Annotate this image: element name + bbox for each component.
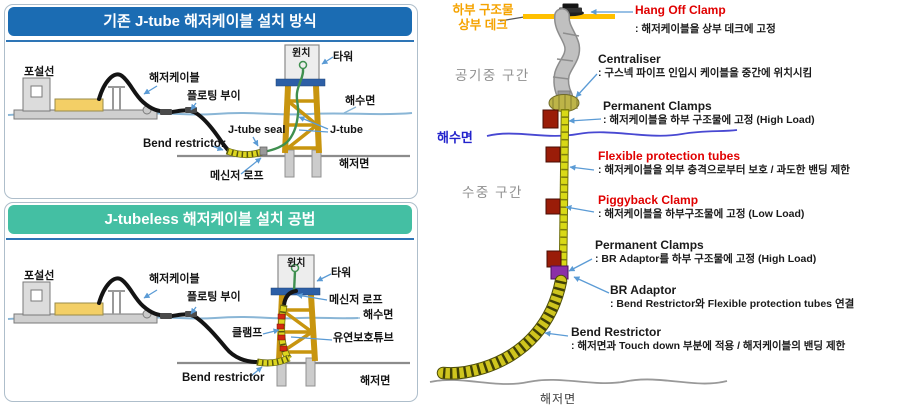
anno-bend-restrictor-desc: : 해저면과 Touch down 부분에 적용 / 해저케이블의 밴딩 제한 — [571, 340, 846, 353]
p2-label-seabed: 해저면 — [360, 375, 391, 387]
detail-waterline — [486, 129, 738, 137]
detail-zone-underwater: 수중 구간 — [462, 185, 523, 200]
anno-permanent-clamps-1-desc: : 해저케이블을 하부 구조물에 고정 (High Load) — [603, 114, 815, 127]
anno-hang-off-clamp-desc: : 해저케이블을 상부 데크에 고정 — [635, 23, 776, 36]
p2-bend-restrictor — [256, 354, 291, 367]
anno-bend-restrictor: Bend Restrictor : 해저면과 Touch down 부분에 적용… — [571, 325, 845, 353]
p2-messenger-rope — [292, 270, 297, 293]
p2-label-ship: 포설선 — [24, 270, 55, 282]
p2-label-clamp: 클램프 — [232, 327, 263, 339]
p1-label-ship: 포설선 — [24, 66, 55, 78]
anno-centraliser: Centraliser : 구스넥 파이프 인입시 케이블을 중간에 위치시킴 — [598, 52, 812, 80]
anno-flexible-tubes: Flexible protection tubes : 해저케이블을 외부 충격… — [598, 149, 850, 177]
p1-label-winch: 윈치 — [292, 48, 311, 59]
detail-bend-restrictor — [436, 274, 568, 380]
anno-piggyback-clamp: Piggyback Clamp : 해저케이블을 하부구조물에 고정 (Low … — [598, 193, 804, 221]
anno-piggyback-clamp-desc: : 해저케이블을 하부구조물에 고정 (Low Load) — [598, 208, 805, 221]
panel-jtube-separator — [6, 40, 414, 42]
p1-label-jtube-seal: J-tube seal — [228, 124, 286, 136]
anno-permanent-clamps-2-desc: : BR Adaptor를 하부 구조물에 고정 (High Load) — [595, 253, 817, 266]
anno-permanent-clamps-2-title: Permanent Clamps — [595, 238, 704, 252]
p1-tower — [275, 44, 326, 178]
p1-bend-restrictor — [225, 146, 268, 158]
p2-label-bend-restrictor: Bend restrictor — [182, 372, 265, 384]
p1-label-sea-surface: 해수면 — [345, 95, 376, 107]
p1-label-buoy: 플로팅 부이 — [187, 90, 241, 102]
p2-label-protection-tube: 유연보호튜브 — [333, 332, 394, 344]
anno-br-adaptor: BR Adaptor : Bend Restrictor와 Flexible p… — [610, 283, 854, 311]
detail-diagram — [429, 3, 738, 385]
detail-seabed-label: 해저면 — [540, 392, 577, 406]
p1-label-cable: 해저케이블 — [149, 72, 200, 84]
p1-label-jtube: J-tube — [330, 124, 363, 136]
detail-deck-label: 하부 구조물 상부 데크 — [449, 3, 517, 33]
anno-piggyback-clamp-title: Piggyback Clamp — [598, 193, 699, 207]
anno-permanent-clamps-2: Permanent Clamps : BR Adaptor를 하부 구조물에 고… — [595, 238, 816, 266]
p2-label-cable: 해저케이블 — [149, 273, 200, 285]
gooseneck-pipe — [552, 8, 581, 104]
p2-diagram — [7, 254, 410, 387]
p2-ship — [13, 281, 158, 324]
anno-br-adaptor-title: BR Adaptor — [610, 283, 677, 297]
anno-bend-restrictor-title: Bend Restrictor — [571, 325, 662, 339]
anno-hang-off-clamp-title: Hang Off Clamp — [635, 3, 726, 17]
anno-centraliser-title: Centraliser — [598, 52, 661, 66]
anno-permanent-clamps-1-title: Permanent Clamps — [603, 99, 712, 113]
detail-clamps — [542, 109, 562, 268]
p2-label-winch: 윈치 — [287, 258, 306, 269]
p2-cable-top — [282, 289, 298, 307]
panel-jtube-title: 기존 J-tube 해저케이블 설치 방식 — [8, 7, 412, 36]
p2-protection-tube — [276, 304, 292, 362]
panel-jtubeless-title: J-tubeless 해저케이블 설치 공법 — [8, 205, 412, 234]
detail-deck-label-line1: 하부 구조물 — [452, 3, 514, 17]
detail-leader-arrows — [544, 9, 633, 337]
p1-ship — [13, 77, 158, 120]
p1-diagram — [7, 44, 413, 178]
p1-leader-arrows — [143, 56, 357, 175]
anno-br-adaptor-desc: : Bend Restrictor와 Flexible protection t… — [610, 298, 855, 311]
centraliser-device — [548, 90, 580, 112]
detail-sea-surface: 해수면 — [437, 130, 473, 145]
panel-jtubeless-separator — [6, 238, 414, 240]
detail-zone-air: 공기중 구간 — [455, 68, 530, 83]
anno-centraliser-desc: : 구스넥 파이프 인입시 케이블을 중간에 위치시킴 — [598, 67, 813, 80]
detail-cable — [558, 108, 570, 273]
p2-label-tower: 타워 — [331, 267, 352, 279]
anno-flexible-tubes-desc: : 해저케이블을 외부 충격으로부터 보호 / 과도한 밴딩 제한 — [598, 164, 850, 177]
anno-hang-off-clamp: Hang Off Clamp : 해저케이블을 상부 데크에 고정 — [635, 3, 776, 36]
p2-label-messenger-rope: 메신저 로프 — [329, 294, 383, 306]
p1-label-tower: 타워 — [333, 51, 354, 63]
anno-flexible-tubes-title: Flexible protection tubes — [598, 149, 741, 163]
detail-seabed-line — [429, 378, 728, 385]
p1-label-seabed: 해저면 — [339, 158, 370, 170]
p1-label-bend-restrictor: Bend restrictor — [143, 138, 226, 150]
detail-deck-label-line2: 상부 데크 — [458, 18, 508, 32]
anno-permanent-clamps-1: Permanent Clamps : 해저케이블을 하부 구조물에 고정 (Hi… — [603, 99, 815, 127]
panel-jtubeless-box — [4, 202, 418, 402]
deck-label-line — [499, 16, 525, 22]
p1-jtube-green-pipe — [262, 68, 305, 154]
p2-leader-arrows — [143, 273, 360, 377]
p2-label-buoy: 플로팅 부이 — [187, 291, 241, 303]
p1-label-messenger-rope: 메신저 로프 — [210, 170, 264, 182]
p2-label-sea-surface: 해수면 — [363, 309, 394, 321]
